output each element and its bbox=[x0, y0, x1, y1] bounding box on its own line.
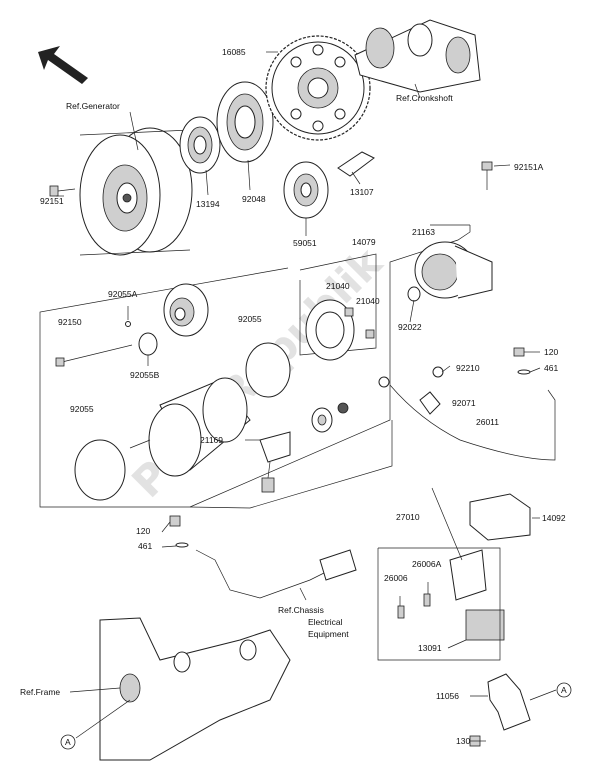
one-way-clutch bbox=[179, 116, 221, 174]
label-92151: 92151 bbox=[40, 196, 64, 206]
label-92022: 92022 bbox=[398, 322, 422, 332]
label-26006: 26006 bbox=[384, 573, 408, 583]
label-13107: 13107 bbox=[350, 187, 374, 197]
label-21040-b: 21040 bbox=[356, 296, 380, 306]
label-26006a: 26006A bbox=[412, 559, 442, 569]
label-13194: 13194 bbox=[196, 199, 220, 209]
o-ring-92055-lower bbox=[74, 439, 126, 501]
terminal-bushing bbox=[311, 402, 349, 433]
label-92210: 92210 bbox=[456, 363, 480, 373]
label-27010: 27010 bbox=[396, 512, 420, 522]
crankshaft bbox=[354, 19, 481, 93]
label-16085: 16085 bbox=[222, 47, 246, 57]
label-92151a: 92151A bbox=[514, 162, 544, 172]
label-92055a: 92055A bbox=[108, 289, 138, 299]
label-461-upper: 461 bbox=[544, 363, 558, 373]
starter-cable bbox=[378, 366, 556, 461]
label-92150: 92150 bbox=[58, 317, 82, 327]
front-direction-arrow-icon bbox=[38, 46, 88, 84]
label-26011: 26011 bbox=[476, 417, 499, 427]
clutch-housing bbox=[216, 81, 274, 163]
relay-group-frame bbox=[377, 547, 501, 661]
svg-text:A: A bbox=[561, 685, 567, 695]
label-92055-lower: 92055 bbox=[70, 404, 94, 414]
label-14092: 14092 bbox=[542, 513, 566, 523]
frame-section bbox=[99, 617, 291, 761]
o-ring-92055-upper bbox=[245, 342, 291, 398]
bolt-92151a bbox=[481, 161, 493, 190]
label-92055-upper: 92055 bbox=[238, 314, 262, 324]
starter-cover bbox=[414, 241, 493, 299]
starter-motor bbox=[129, 377, 251, 477]
through-bolt-92150 bbox=[55, 344, 133, 367]
generator-rotor bbox=[79, 127, 193, 256]
brush-holder bbox=[305, 299, 375, 361]
label-21169: 21169 bbox=[200, 435, 223, 445]
bolt-92151 bbox=[49, 185, 76, 197]
label-14079: 14079 bbox=[352, 237, 376, 247]
label-120-lower: 120 bbox=[136, 526, 150, 536]
fuses bbox=[397, 593, 431, 619]
label-ref-chassis: Ref.Chassis bbox=[278, 605, 324, 615]
idle-shaft bbox=[337, 151, 375, 177]
brush-plate bbox=[259, 431, 291, 493]
label-13091: 13091 bbox=[418, 643, 442, 653]
starter-assembly-frame bbox=[39, 225, 471, 509]
label-120-upper: 120 bbox=[544, 347, 558, 357]
label-21040-a: 21040 bbox=[326, 281, 350, 291]
starter-driven-gear bbox=[265, 35, 371, 141]
svg-text:A: A bbox=[65, 737, 71, 747]
callout-labels: 16085 Ref.Generator Ref.Cronkshoft 92151… bbox=[20, 47, 566, 746]
label-21163: 21163 bbox=[412, 227, 435, 237]
reference-marker-a-right: A bbox=[556, 682, 572, 698]
o-ring-92022 bbox=[407, 286, 421, 302]
bolt-120-lower bbox=[169, 515, 357, 599]
label-92048: 92048 bbox=[242, 194, 266, 204]
label-92071: 92071 bbox=[452, 398, 476, 408]
label-ref-frame: Ref.Frame bbox=[20, 687, 60, 697]
label-11056: 11056 bbox=[436, 691, 459, 701]
leader-lines bbox=[56, 51, 557, 742]
label-92055b: 92055B bbox=[130, 370, 160, 380]
label-ref-generator: Ref.Generator bbox=[66, 101, 120, 111]
label-130: 130 bbox=[456, 736, 470, 746]
label-ref-chassis-equipment: Equipment bbox=[308, 629, 349, 639]
label-461-lower: 461 bbox=[138, 541, 152, 551]
reference-marker-a-left: A bbox=[60, 734, 76, 750]
relay-bracket bbox=[469, 673, 531, 747]
starter-front-cover bbox=[125, 283, 209, 356]
label-59051: 59051 bbox=[293, 238, 317, 248]
label-ref-crankshaft: Ref.Cronkshoft bbox=[396, 93, 453, 103]
starter-relay bbox=[431, 487, 531, 641]
label-ref-chassis-electrical: Electrical bbox=[308, 617, 343, 627]
idle-gear bbox=[283, 161, 329, 219]
